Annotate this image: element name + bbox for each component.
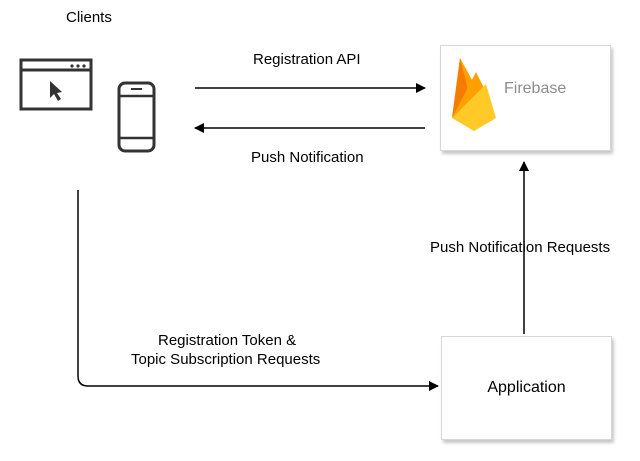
- firebase-label: Firebase: [504, 80, 567, 97]
- push-notification-requests-label: Push Notification Requests: [430, 239, 611, 256]
- push-notification-label: Push Notification: [251, 149, 364, 166]
- browser-window-icon: [19, 58, 93, 111]
- smartphone-icon: [117, 81, 156, 153]
- registration-api-label: Registration API: [253, 51, 361, 68]
- registration-token-arrow: [77, 190, 439, 391]
- application-label: Application: [487, 379, 566, 396]
- registration-token-label-line1: Registration Token &: [158, 332, 297, 349]
- application-node[interactable]: Application: [441, 336, 612, 440]
- registration-token-label-line2: Topic Subscription Requests: [131, 351, 321, 368]
- firebase-flame-icon: [452, 58, 496, 131]
- firebase-node[interactable]: Firebase: [440, 45, 611, 151]
- clients-label: Clients: [66, 9, 112, 26]
